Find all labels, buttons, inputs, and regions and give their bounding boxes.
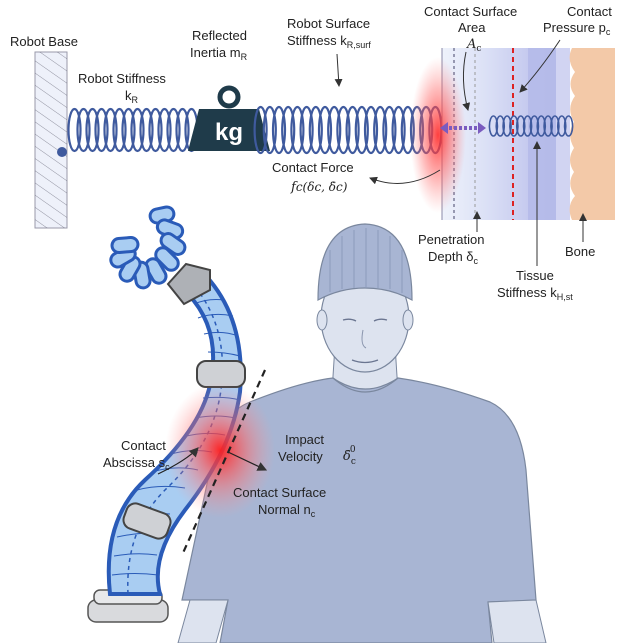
contact-area-label-2: Area xyxy=(458,20,486,35)
contact-force-label: Contact Force xyxy=(272,160,354,175)
tissue-label: Tissue xyxy=(516,268,554,283)
robot-base-wall xyxy=(35,52,67,228)
contact-area-label: Contact Surface xyxy=(424,4,517,19)
contact-pressure-label: Contact xyxy=(567,4,612,19)
bone-label: Bone xyxy=(565,244,595,259)
robot-stiffness-symbol: kR xyxy=(125,88,139,105)
surface-stiffness-arrow xyxy=(337,54,339,86)
contact-normal-label: Contact Surface xyxy=(233,485,326,500)
impact-velocity-label-2: Velocity xyxy=(278,449,323,464)
tissue-block xyxy=(442,48,615,220)
contact-abscissa-symbol: Abscissa sc xyxy=(103,455,170,472)
reflected-inertia-weight: kg xyxy=(188,88,270,151)
robot-stiffness-label: Robot Stiffness xyxy=(78,71,166,86)
impact-velocity-label: Impact xyxy=(285,432,324,447)
contact-area-symbol: Ac xyxy=(466,37,481,54)
surface-stiffness-label: Robot Surface xyxy=(287,16,370,31)
robot-stiffness-spring xyxy=(69,109,198,151)
contact-force-equation: fc(δc, δ̇c) xyxy=(290,180,348,195)
penetration-symbol: Depth δc xyxy=(428,249,479,266)
contact-pressure-symbol: Pressure pc xyxy=(543,20,611,37)
weight-kg-text: kg xyxy=(215,119,243,146)
penetration-label: Penetration xyxy=(418,232,485,247)
surface-stiffness-symbol: Stiffness kR,surf xyxy=(287,33,371,50)
reflected-inertia-label: Reflected xyxy=(192,28,247,43)
tissue-symbol: Stiffness kH,st xyxy=(497,285,573,302)
reflected-inertia-symbol: Inertia mR xyxy=(190,45,248,62)
contact-abscissa-label: Contact xyxy=(121,438,166,453)
top-contact-glow xyxy=(410,57,466,213)
robot-base-label: Robot Base xyxy=(10,34,78,49)
contact-normal-symbol: Normal nc xyxy=(258,502,316,519)
